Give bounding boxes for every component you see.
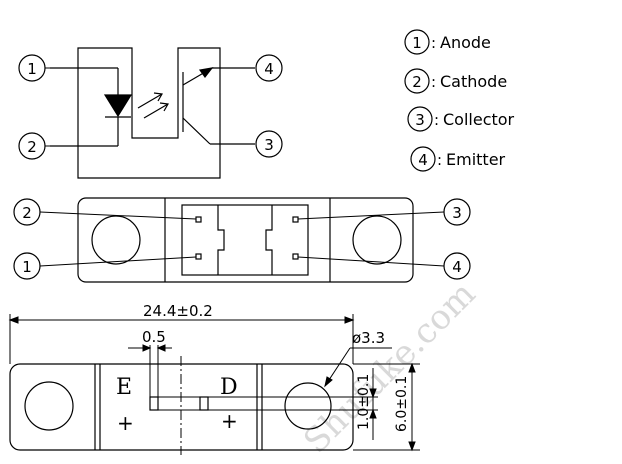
svg-text:4: 4 [452,258,462,276]
schematic-pin-4: 4 [255,54,283,82]
dimension-slot-label: 0.5 [142,328,166,346]
pad-1 [195,253,202,260]
svg-text:3: 3 [452,204,462,222]
pad-2 [195,216,202,223]
dimension-pitch [369,368,377,440]
top-pin-4: 4 [443,252,471,280]
dimension-hole [324,347,392,388]
schematic-pin-3: 3 [255,130,283,158]
pin-label: 4 [264,60,274,78]
light-arrows [137,92,169,119]
schematic-pin-1: 1 [18,54,50,82]
dimension-height-label: 6.0±0.1 [394,376,410,432]
side-hole-left [24,381,74,431]
top-view [39,197,445,283]
schematic-housing [77,47,221,179]
pin-label: 2 [27,138,37,156]
detector-letter: D [220,375,238,400]
svg-text::: : [431,34,436,52]
mounting-hole-right [352,215,402,265]
legend-label: Emitter [446,150,506,169]
dimension-slot [128,344,172,397]
svg-text::: : [434,111,439,129]
schematic [50,47,255,179]
legend-label: Cathode [440,72,507,91]
side-view [9,356,378,455]
dimension-pitch-label: 1.0±0.1 [356,374,372,430]
pin-legend: 1 : Anode 2 : Cathode 3 : Collector 4 : … [404,29,515,172]
emitter-arrow [198,67,214,79]
svg-text::: : [431,73,436,91]
legend-item-emitter: 4 : Emitter [410,146,506,172]
top-pin-2: 2 [13,198,41,226]
schematic-pin-2: 2 [18,132,50,160]
top-pin-3: 3 [443,198,471,226]
legend-item-collector: 3 : Collector [407,106,515,132]
dimension-height [353,362,420,452]
dimension-length-label: 24.4±0.2 [143,302,213,320]
dimension-hole-label: ø3.3 [352,329,385,347]
detector-plus: + [221,409,238,433]
legend-item-cathode: 2 : Cathode [404,68,507,94]
top-view-slot [217,205,273,275]
diode-triangle [103,94,133,118]
svg-text:4: 4 [418,151,428,169]
top-view-center-block [181,204,309,276]
svg-text:3: 3 [415,111,425,129]
pin-label: 1 [27,60,37,78]
pin-label: 3 [264,136,274,154]
svg-text:2: 2 [412,73,422,91]
svg-text::: : [437,151,442,169]
pad-4 [292,253,299,260]
top-pin-1: 1 [13,252,41,280]
detector-window [199,396,209,411]
legend-item-anode: 1 : Anode [404,29,491,55]
emitter-window [149,396,159,411]
emitter-plus: + [117,411,134,435]
legend-label: Anode [440,33,491,52]
pad-3 [292,216,299,223]
mounting-hole-left [91,215,141,265]
svg-text:1: 1 [22,258,32,276]
emitter-letter: E [116,375,132,400]
transistor-emitter-lead [182,117,211,145]
legend-label: Collector [443,110,515,129]
side-hole-right [284,382,332,430]
watermark-text: Shufuke.com [296,274,483,459]
svg-text:2: 2 [22,204,32,222]
dimension-length [8,314,355,364]
top-view-body [77,197,414,283]
svg-text:1: 1 [412,34,422,52]
